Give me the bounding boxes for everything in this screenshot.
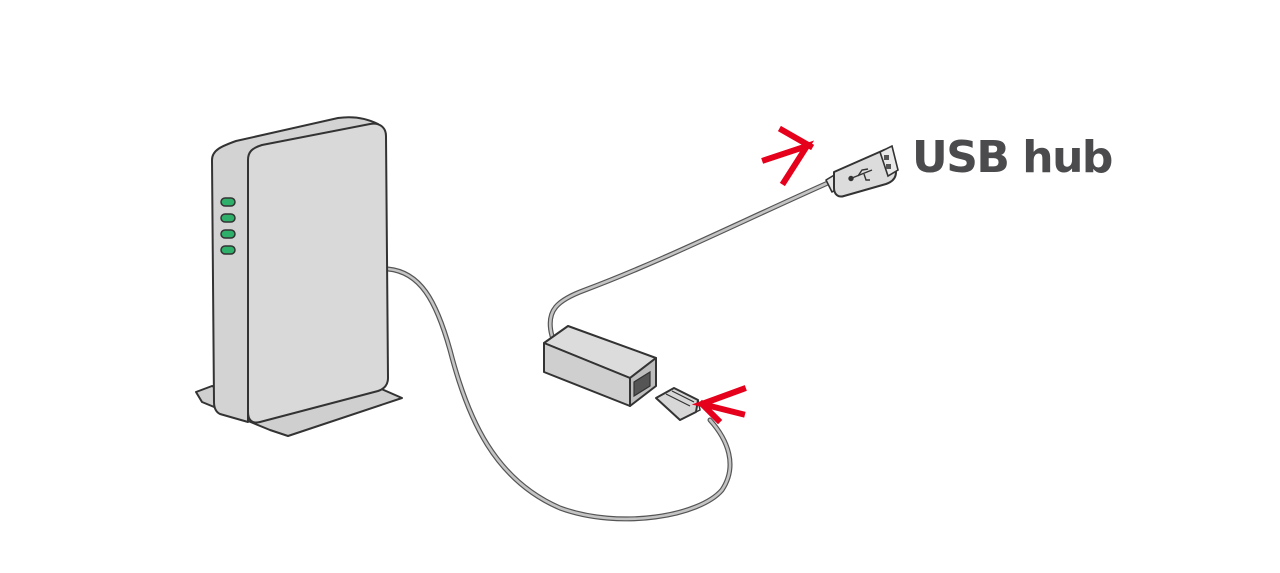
router-icon	[195, 116, 403, 437]
ethernet-plug-icon	[655, 387, 701, 421]
router-leds	[220, 197, 236, 255]
usb-plug-icon	[825, 144, 899, 198]
arrow-icon	[761, 140, 815, 187]
ethernet-cable	[385, 266, 733, 522]
usb-hub-label: USB hub	[912, 132, 1113, 183]
arrow-icon	[691, 385, 747, 425]
arrow-icon	[777, 125, 815, 151]
usb-symbol-icon	[848, 168, 873, 182]
lan-adapter-icon	[543, 325, 657, 407]
usb-cable	[547, 179, 833, 339]
